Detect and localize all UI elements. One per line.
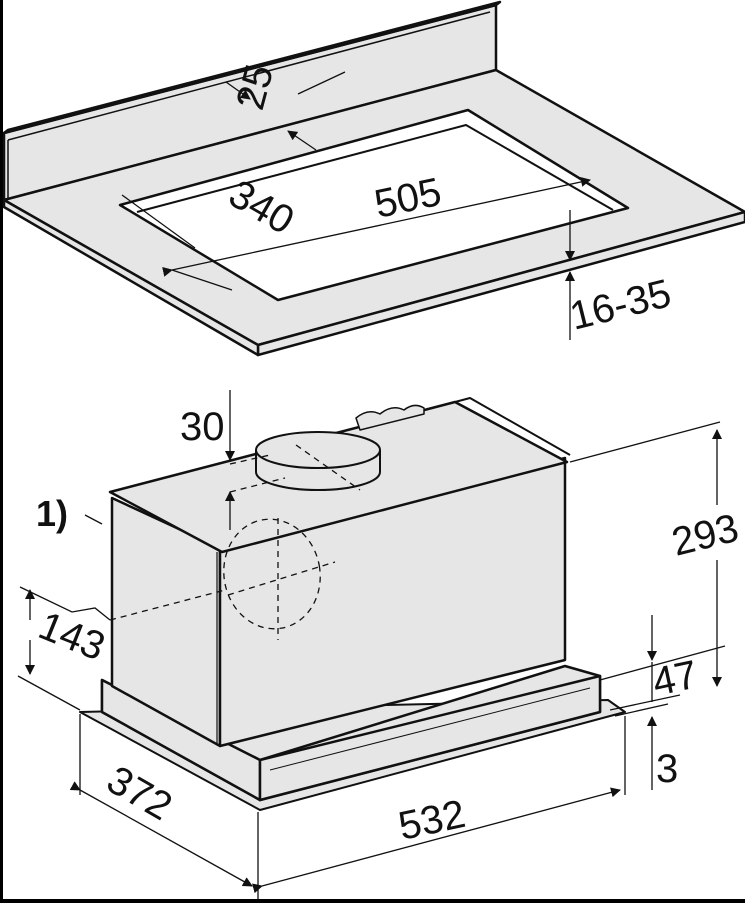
dim-ext-3-bottom — [614, 703, 669, 717]
dim-ext-3-top — [609, 694, 681, 711]
label-duct-30: 30 — [180, 405, 225, 449]
hood-dimensions — [17, 390, 726, 899]
dim-arrow-25a — [225, 81, 251, 100]
dim-line-340 — [121, 194, 196, 249]
label-outlet-143: 143 — [33, 604, 111, 670]
label-flange-3: 3 — [656, 747, 678, 791]
dim-ext-293-bottom — [599, 645, 726, 681]
dim-arrow-25b — [287, 130, 317, 151]
countertop-dimensions — [121, 71, 591, 340]
dim-ext-143-top — [19, 586, 111, 621]
note-marker: 1) — [36, 493, 68, 534]
label-thickness-16-35: 16-35 — [566, 271, 676, 338]
dim-ext-143-bottom — [17, 675, 81, 711]
label-base-47: 47 — [649, 653, 702, 705]
note-leader — [84, 514, 103, 525]
label-height-293: 293 — [668, 506, 743, 565]
frame-bottom — [0, 899, 745, 903]
dim-ext-340 — [171, 269, 233, 291]
frame-left — [0, 0, 3, 903]
dim-line-532 — [252, 787, 621, 894]
label-width-532: 532 — [395, 792, 469, 849]
dim-line-505 — [162, 177, 591, 277]
dim-leader-25 — [297, 71, 346, 95]
dim-line-372 — [69, 781, 253, 887]
dim-ext-293-top — [569, 421, 721, 463]
hood-hidden-lines — [109, 444, 361, 640]
label-depth-372: 372 — [100, 758, 180, 829]
hood-labels: 30 293 47 3 143 372 532 1) — [33, 405, 743, 849]
side-outlet-dashed — [223, 518, 321, 630]
hood — [79, 397, 626, 811]
